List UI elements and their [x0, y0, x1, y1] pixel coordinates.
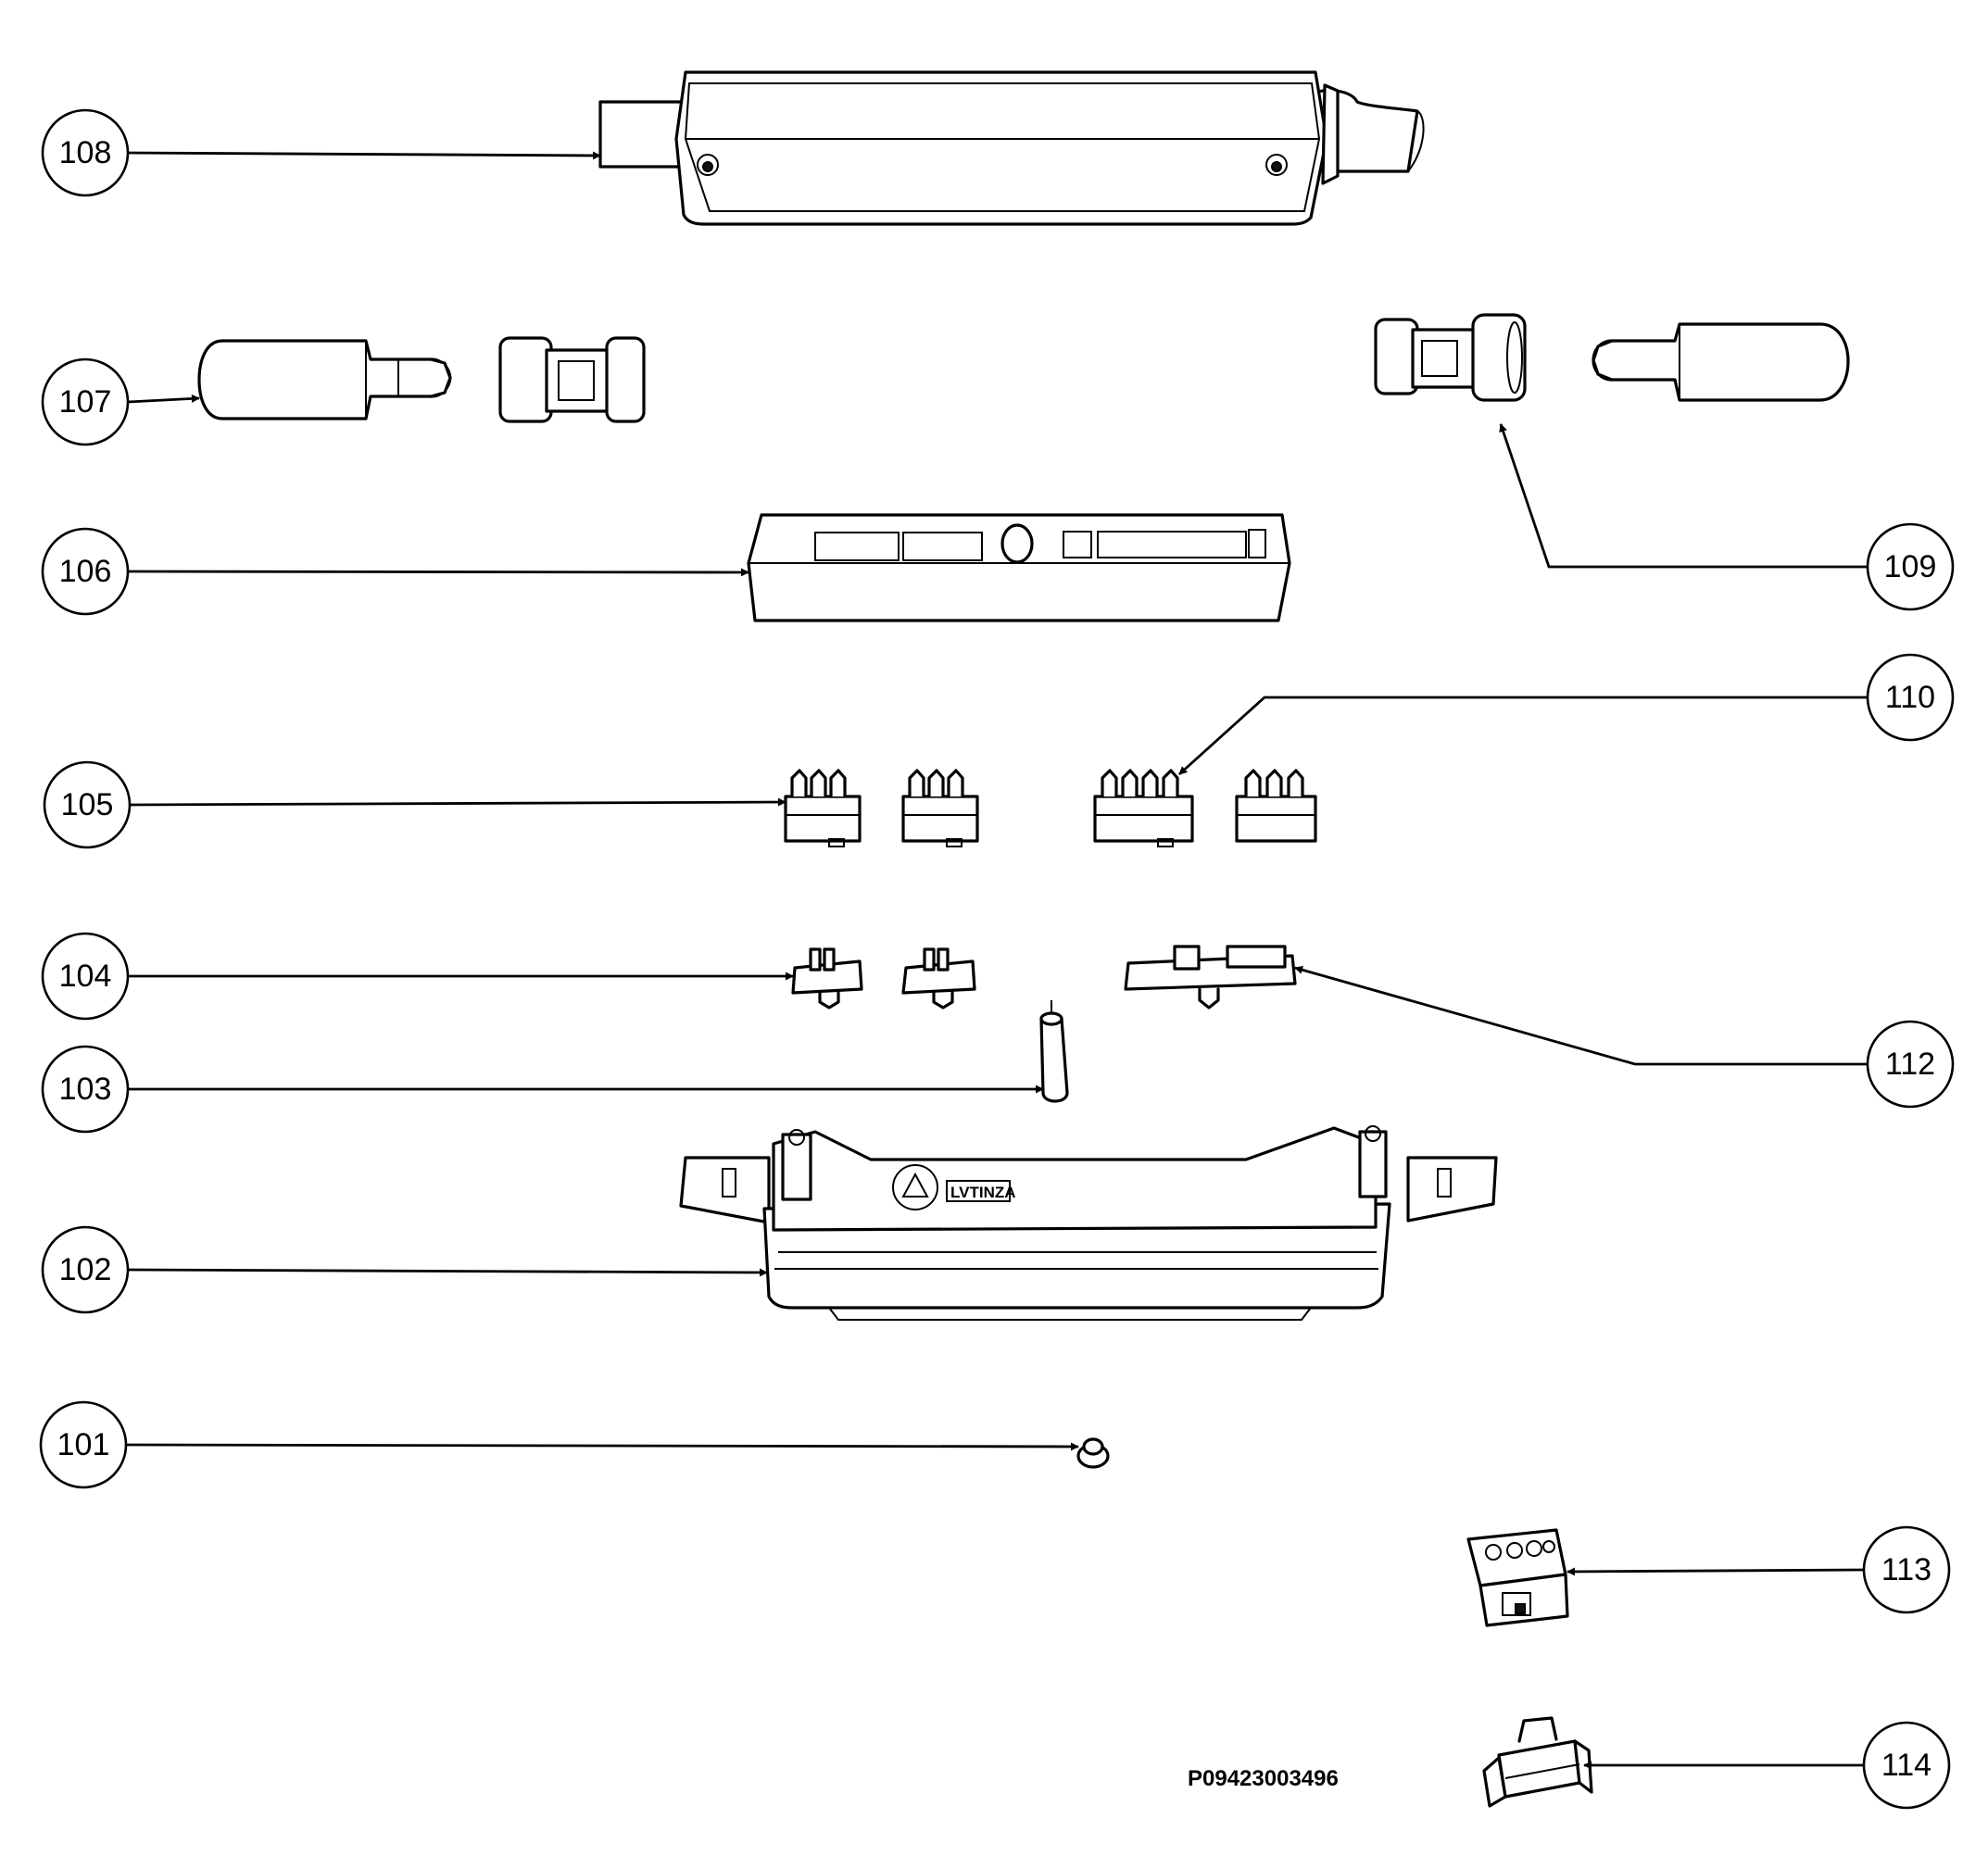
callout-112-label: 112 [1885, 1047, 1935, 1082]
leader-102 [127, 1268, 768, 1277]
callout-113: 113 [1862, 1525, 1951, 1614]
callout-108: 108 [41, 108, 130, 197]
leader-113 [1566, 1567, 1865, 1576]
part-107-end-cap-left [197, 339, 452, 420]
leader-109 [1499, 423, 1868, 569]
part-108-cover [598, 70, 1425, 226]
callout-105-label: 105 [61, 787, 114, 822]
part-103-pin [1039, 1000, 1069, 1103]
callout-110-label: 110 [1885, 680, 1935, 715]
part-105-terminal-block-2 [901, 769, 979, 847]
part-102-base: LVTINZA [679, 1125, 1498, 1321]
leader-108 [127, 151, 601, 160]
callout-114: 114 [1862, 1721, 1951, 1810]
callout-112: 112 [1866, 1020, 1955, 1109]
callout-103-label: 103 [59, 1072, 112, 1107]
callout-101: 101 [39, 1400, 128, 1489]
leader-110 [1178, 696, 1868, 776]
part-104-clip-1 [791, 947, 863, 1010]
callout-104: 104 [41, 932, 130, 1021]
part-106-tray [747, 513, 1291, 622]
part-105-terminal-block-1 [784, 769, 862, 847]
part-104-clip-2 [901, 947, 976, 1010]
callout-107-label: 107 [59, 384, 112, 420]
callout-106: 106 [41, 527, 130, 616]
callout-114-label: 114 [1881, 1748, 1931, 1783]
callout-102-label: 102 [59, 1252, 112, 1287]
callout-113-label: 113 [1881, 1552, 1931, 1587]
callout-104-label: 104 [59, 959, 112, 994]
callout-110: 110 [1866, 653, 1955, 742]
part-102-label: LVTINZA [950, 1184, 1016, 1201]
leader-112 [1294, 965, 1868, 1066]
part-109-bushing-right [1374, 313, 1527, 402]
callout-106-label: 106 [59, 554, 112, 589]
part-109-end-cap-right [1592, 322, 1850, 402]
leader-105 [129, 797, 786, 807]
leader-101 [125, 1442, 1079, 1451]
part-112-clip-strip [1124, 945, 1297, 1010]
part-113-connector [1466, 1528, 1569, 1627]
part-114-clamp [1482, 1716, 1593, 1808]
leader-107 [127, 394, 200, 404]
part-101-button [1076, 1437, 1110, 1469]
callout-107: 107 [41, 357, 130, 446]
callout-102: 102 [41, 1225, 130, 1314]
document-code: P09423003496 [1188, 1766, 1339, 1791]
part-105-terminal-block-4 [1235, 769, 1317, 843]
callout-109: 109 [1866, 522, 1955, 611]
leader-106 [127, 568, 749, 577]
callout-103: 103 [41, 1045, 130, 1134]
part-107-bushing-left [498, 336, 646, 423]
part-110-terminal-block-3 [1093, 769, 1194, 847]
callout-105: 105 [43, 760, 132, 849]
callout-108-label: 108 [59, 135, 112, 170]
callout-109-label: 109 [1884, 549, 1937, 584]
callout-101-label: 101 [57, 1427, 110, 1462]
